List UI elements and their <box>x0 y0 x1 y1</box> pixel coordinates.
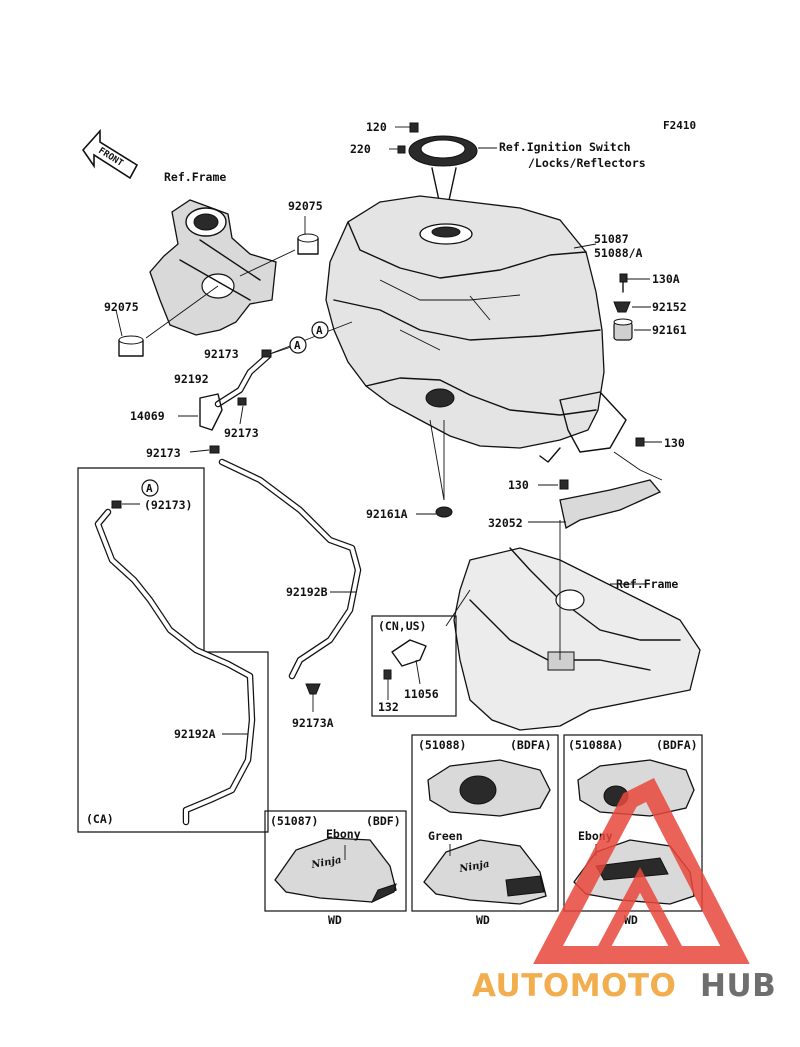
callout-a1-label: A <box>294 339 301 352</box>
label-51088A: 51088/A <box>594 246 643 260</box>
variant-1-part: (51087) <box>270 814 318 828</box>
label-ref-ignition-2: /Locks/Reflectors <box>528 156 646 170</box>
bolt-132 <box>383 669 392 700</box>
label-ref-ignition-1: Ref.Ignition Switch <box>499 140 631 154</box>
variant-3-wd: WD <box>624 913 638 927</box>
figure-code: F2410 <box>663 119 696 132</box>
svg-text:Ninja: Ninja <box>310 855 343 871</box>
hose-92192B <box>218 458 362 680</box>
label-120: 120 <box>366 120 387 134</box>
bracket-32052 <box>528 451 663 530</box>
callout-a-2: A <box>311 321 329 339</box>
label-92173A: 92173A <box>292 716 334 730</box>
hose-92192A <box>94 500 256 826</box>
variant-2-part: (51088) <box>418 738 466 752</box>
variant-1-wd: WD <box>328 913 342 927</box>
label-130-right: 130 <box>664 436 685 450</box>
label-92075-a: 92075 <box>288 199 323 213</box>
variant-2-color: Green <box>428 829 463 843</box>
variant-box-51088: Ninja <box>411 734 559 912</box>
label-92173-a: 92173 <box>204 347 239 361</box>
variant-1-color: Ebony <box>326 827 361 841</box>
label-92192B: 92192B <box>286 585 328 599</box>
watermark-part2: HUB <box>700 968 776 1004</box>
label-11056: 11056 <box>404 687 439 701</box>
label-ca: (CA) <box>86 812 114 826</box>
callout-a-3: A <box>141 479 159 497</box>
bracket-11056 <box>391 639 427 685</box>
rubber-pad-92075-lower <box>115 309 144 357</box>
ca-box <box>77 467 269 833</box>
rubber-pad-92075-upper <box>297 216 319 255</box>
frame-bracket <box>145 199 296 339</box>
bolt-130-mid <box>538 479 569 490</box>
svg-text:Ninja: Ninja <box>458 859 491 875</box>
variant-2-wd: WD <box>476 913 490 927</box>
label-51087: 51087 <box>594 232 629 246</box>
label-cn-us: (CN,US) <box>378 619 426 633</box>
fuel-tank <box>325 195 627 463</box>
variant-3-part: (51088A) <box>568 738 623 752</box>
callout-a2-label: A <box>316 324 323 337</box>
main-frame <box>453 520 701 731</box>
fuel-cap-assembly <box>389 122 497 206</box>
watermark-part1: AUTOMOTO <box>472 968 676 1004</box>
label-92173-c: 92173 <box>146 446 181 460</box>
variant-2-code: (BDFA) <box>510 738 552 752</box>
callout-a-1: A <box>289 336 307 354</box>
front-arrow-icon: FRONT <box>81 128 139 180</box>
label-32052: 32052 <box>488 516 523 530</box>
damper-92161 <box>613 318 651 341</box>
variant-1-code: (BDF) <box>366 814 401 828</box>
bolt-130A <box>619 273 650 293</box>
bolt-130-right <box>635 437 662 447</box>
label-ref-frame-right: Ref.Frame <box>616 577 678 591</box>
clamp-92173A <box>305 683 321 712</box>
label-92152: 92152 <box>652 300 687 314</box>
label-92161A: 92161A <box>366 507 408 521</box>
label-220: 220 <box>350 142 371 156</box>
variant-box-51087: Ninja <box>264 810 407 912</box>
watermark-logo: AUTOMOTO HUB <box>472 777 776 1004</box>
label-92192A: 92192A <box>174 727 216 741</box>
label-92161: 92161 <box>652 323 687 337</box>
label-132: 132 <box>378 700 399 714</box>
label-92075-b: 92075 <box>104 300 139 314</box>
hose-92192 <box>214 352 272 408</box>
cn-us-box <box>371 615 457 717</box>
label-ref-frame-top: Ref.Frame <box>164 170 226 184</box>
label-ca-92173: (92173) <box>144 498 192 512</box>
callout-a3-label: A <box>146 482 153 495</box>
variant-3-code: (BDFA) <box>656 738 698 752</box>
label-130-mid: 130 <box>508 478 529 492</box>
collar-92152 <box>613 301 651 313</box>
label-92192: 92192 <box>174 372 209 386</box>
label-92173-b: 92173 <box>224 426 259 440</box>
label-130A: 130A <box>652 272 680 286</box>
damper-92161A <box>416 506 453 518</box>
fitting-14069 <box>178 393 223 431</box>
label-14069: 14069 <box>130 409 165 423</box>
